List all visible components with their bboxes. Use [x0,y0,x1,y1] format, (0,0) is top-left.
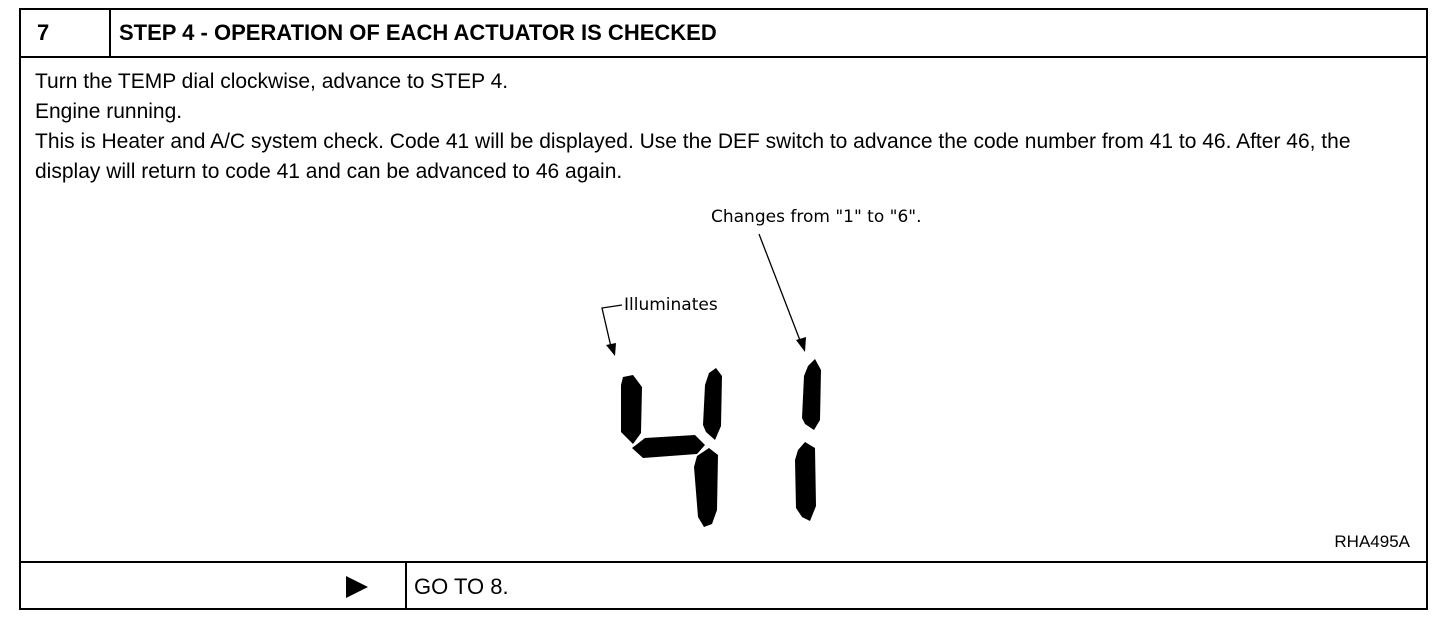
illuminates-arrow-line [601,304,623,348]
instruction-line: Engine running. [35,100,183,123]
instruction-line: Turn the TEMP dial clockwise, advance to… [35,70,509,93]
segment-one-upper [802,359,821,430]
segment-upper-left [621,375,642,444]
action-row: GO TO 8. [21,561,1426,610]
illuminates-label: Illuminates [624,295,718,315]
diagnostic-step-table: 7 STEP 4 - OPERATION OF EACH ACTUATOR IS… [19,8,1428,610]
step-header: 7 STEP 4 - OPERATION OF EACH ACTUATOR IS… [21,10,1426,58]
segment-lower-right [694,448,718,527]
step-title: STEP 4 - OPERATION OF EACH ACTUATOR IS C… [119,20,717,45]
segment-upper-right [703,368,722,440]
changes-arrow-head [796,337,806,352]
seven-segment-figure: Changes from "1" to "6". Illuminates [21,10,1426,608]
figure-reference-code: RHA495A [1334,532,1410,551]
changes-arrow-line [758,233,802,344]
segment-middle [632,435,705,458]
illuminates-arrow-head [606,343,616,356]
instruction-line: This is Heater and A/C system check. Cod… [35,130,1351,183]
footer-divider [405,563,407,610]
digit-four [621,368,722,527]
instructions: Turn the TEMP dial clockwise, advance to… [35,67,1415,187]
header-divider [109,10,111,56]
segment-one-lower [795,442,816,521]
digit-one [795,359,821,521]
goto-action[interactable]: GO TO 8. [414,574,509,599]
step-number: 7 [37,20,50,45]
right-triangle-icon [346,576,368,598]
changes-label: Changes from "1" to "6". [711,207,922,227]
